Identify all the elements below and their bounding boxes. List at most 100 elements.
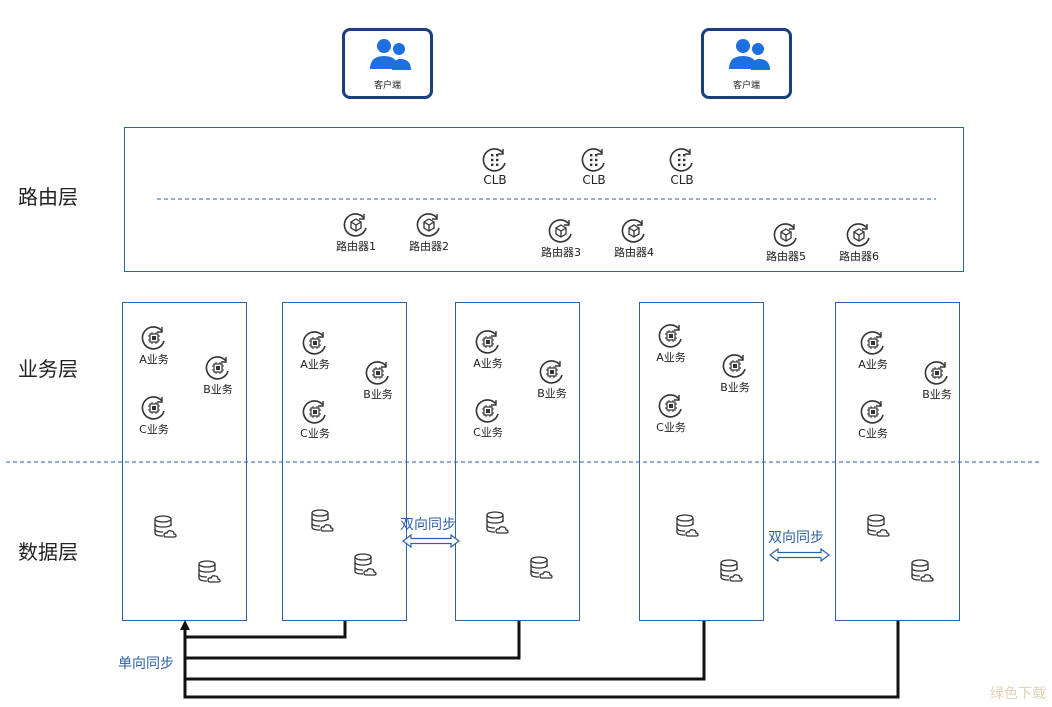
clb-icon: [581, 148, 605, 172]
router-node: 路由器3: [531, 218, 591, 260]
router-icon: [773, 223, 797, 247]
router-node: 路由器1: [326, 212, 386, 254]
clb-icon: [482, 148, 506, 172]
clb-label: CLB: [670, 173, 694, 187]
clb-node: CLB: [465, 147, 525, 187]
chip-icon: [302, 331, 326, 355]
service-a-label: A业务: [139, 353, 169, 366]
service-c: C业务: [458, 398, 518, 440]
bidirectional-sync-label: 双向同步: [768, 530, 824, 546]
service-a-label: A业务: [656, 351, 686, 364]
database-cloud-icon: [676, 514, 699, 537]
chip-icon: [722, 354, 746, 378]
node-box-1: [122, 302, 247, 621]
database-cloud-icon: [311, 509, 334, 532]
clb-node: CLB: [564, 147, 624, 187]
chip-icon: [924, 361, 948, 385]
router-node: 路由器6: [829, 222, 889, 264]
service-b-label: B业务: [203, 383, 233, 396]
chip-icon: [141, 326, 165, 350]
chip-icon: [860, 400, 884, 424]
service-b: B业务: [907, 360, 967, 402]
chip-icon: [658, 394, 682, 418]
router-icon: [548, 219, 572, 243]
layer-label-data: 数据层: [18, 540, 78, 564]
service-b-label: B业务: [720, 381, 750, 394]
service-a-label: A业务: [473, 357, 503, 370]
node-box-4: [639, 302, 764, 621]
service-b-label: B业务: [363, 388, 393, 401]
router-icon: [416, 213, 440, 237]
database-cloud-icon: [911, 559, 934, 582]
router-node: 路由器4: [604, 218, 664, 260]
layer-label-routing: 路由层: [18, 185, 78, 209]
routing-layer-box: [124, 127, 964, 272]
node-box-2: [282, 302, 407, 621]
service-c-label: C业务: [300, 427, 330, 440]
clb-node: CLB: [652, 147, 712, 187]
chip-icon: [205, 356, 229, 380]
chip-icon: [302, 400, 326, 424]
service-b: B业务: [522, 359, 582, 401]
node-box-3: [455, 302, 580, 621]
router-label: 路由器6: [839, 250, 879, 263]
client-box-1: 客户端: [342, 28, 433, 99]
service-a-label: A业务: [858, 358, 888, 371]
watermark: 绿色下载: [990, 686, 1046, 702]
service-c: C业务: [843, 399, 903, 441]
database-cloud-icon: [530, 556, 553, 579]
service-b: B业务: [348, 360, 408, 402]
database-cloud-icon: [198, 560, 221, 583]
router-icon: [343, 213, 367, 237]
bidirectional-sync-label: 双向同步: [400, 517, 456, 533]
service-c: C业务: [285, 399, 345, 441]
node-box-5: [835, 302, 960, 621]
chip-icon: [539, 360, 563, 384]
chip-icon: [475, 399, 499, 423]
service-c-label: C业务: [473, 426, 503, 439]
chip-icon: [365, 361, 389, 385]
router-label: 路由器1: [336, 240, 376, 253]
service-b-label: B业务: [922, 388, 952, 401]
client-label: 客户端: [732, 81, 760, 91]
service-b: B业务: [705, 353, 765, 395]
service-a: A业务: [124, 325, 184, 367]
layer-label-business: 业务层: [18, 357, 78, 381]
client-box-2: 客户端: [701, 28, 792, 99]
service-c: C业务: [124, 395, 184, 437]
database-cloud-icon: [354, 553, 377, 576]
client-label: 客户端: [373, 81, 401, 91]
clb-label: CLB: [483, 173, 507, 187]
service-a: A业务: [641, 323, 701, 365]
database-cloud-icon: [154, 515, 177, 538]
router-label: 路由器2: [409, 240, 449, 253]
service-a: A业务: [285, 330, 345, 372]
service-c: C业务: [641, 393, 701, 435]
one-way-sync-lines: [183, 621, 900, 699]
service-b: B业务: [188, 355, 248, 397]
router-label: 路由器3: [541, 246, 581, 259]
router-icon: [621, 219, 645, 243]
service-a: A业务: [458, 329, 518, 371]
bidirectional-arrow: [769, 547, 830, 563]
clb-label: CLB: [582, 173, 606, 187]
users-icon: [729, 39, 770, 70]
clb-icon: [669, 148, 693, 172]
service-a: A业务: [843, 330, 903, 372]
service-b-label: B业务: [537, 387, 567, 400]
router-icon: [846, 223, 870, 247]
database-cloud-icon: [720, 559, 743, 582]
chip-icon: [475, 330, 499, 354]
users-icon: [370, 39, 411, 70]
database-cloud-icon: [486, 511, 509, 534]
service-a-label: A业务: [300, 358, 330, 371]
bidirectional-arrow: [402, 533, 460, 549]
chip-icon: [860, 331, 884, 355]
router-label: 路由器5: [766, 250, 806, 263]
arrow-head-icon: [180, 620, 190, 630]
database-cloud-icon: [867, 514, 890, 537]
service-c-label: C业务: [656, 421, 686, 434]
chip-icon: [658, 324, 682, 348]
